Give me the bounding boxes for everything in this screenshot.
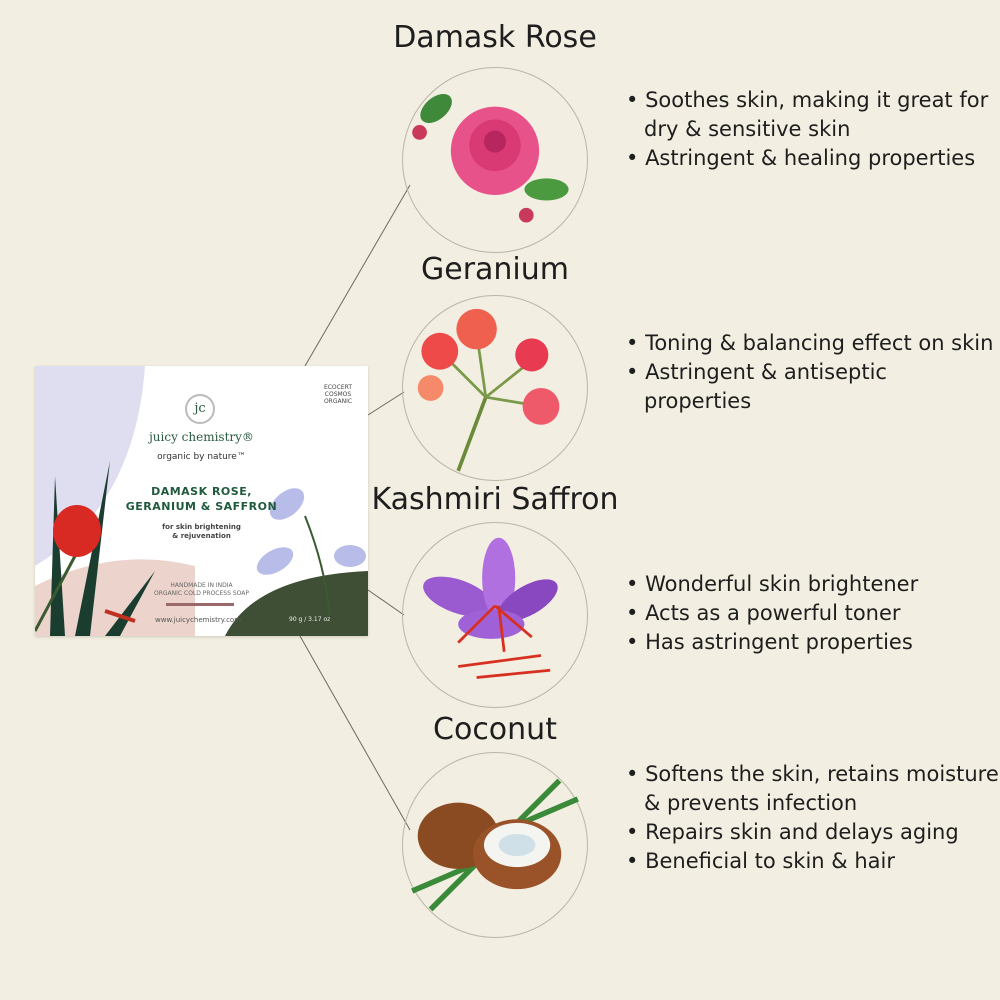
benefit-item: Beneficial to skin & hair bbox=[626, 847, 1000, 876]
benefit-item: Softens the skin, retains moisture & pre… bbox=[626, 760, 1000, 818]
benefit-item: Repairs skin and delays aging bbox=[626, 818, 1000, 847]
benefit-item: Astringent & healing properties bbox=[626, 144, 1000, 173]
ingredient-title: Geranium bbox=[420, 252, 569, 287]
ingredient-benefits: Soothes skin, making it great for dry & … bbox=[626, 86, 1000, 173]
certification-badge: ECOCERT COSMOS ORGANIC bbox=[323, 384, 353, 405]
ingredient-title: Damask Rose bbox=[393, 20, 597, 55]
product-illustration bbox=[35, 366, 368, 636]
ingredient-title: Kashmiri Saffron bbox=[371, 482, 619, 517]
benefit-item: Wonderful skin brightener bbox=[626, 570, 918, 599]
benefit-item: Astringent & antiseptic properties bbox=[626, 358, 1000, 416]
brand-logo: jc bbox=[185, 394, 215, 424]
ingredient-benefits: Toning & balancing effect on skin Astrin… bbox=[626, 329, 1000, 416]
benefit-item: Has astringent properties bbox=[626, 628, 918, 657]
product-weight: 90 g / 3.17 oz bbox=[289, 616, 331, 623]
benefit-item: Toning & balancing effect on skin bbox=[626, 329, 1000, 358]
ingredient-benefits: Softens the skin, retains moisture & pre… bbox=[626, 760, 1000, 876]
benefit-item: Acts as a powerful toner bbox=[626, 599, 918, 628]
benefit-item: Soothes skin, making it great for dry & … bbox=[626, 86, 1000, 144]
saffron-icon bbox=[402, 522, 588, 708]
rose-icon bbox=[402, 67, 588, 253]
product-name-line2: GERANIUM & SAFFRON bbox=[125, 500, 278, 513]
coconut-icon bbox=[402, 752, 588, 938]
ingredient-title: Coconut bbox=[433, 712, 557, 747]
product-name-line1: DAMASK ROSE, bbox=[151, 485, 252, 498]
product-purpose-line1: for skin brightening bbox=[162, 523, 241, 531]
ingredient-benefits: Wonderful skin brightener Acts as a powe… bbox=[626, 570, 918, 657]
brand-tagline: organic by nature™ bbox=[157, 452, 246, 462]
made-in-line1: HANDMADE IN INDIA bbox=[170, 582, 233, 589]
website: www.juicychemistry.com bbox=[155, 616, 242, 624]
product-box: jc ECOCERT COSMOS ORGANIC juicy chemistr… bbox=[35, 366, 368, 636]
brand-name: juicy chemistry® bbox=[149, 430, 254, 444]
geranium-icon bbox=[402, 295, 588, 481]
made-in-line2: ORGANIC COLD PROCESS SOAP bbox=[154, 590, 249, 597]
product-purpose-line2: & rejuvenation bbox=[172, 532, 231, 540]
